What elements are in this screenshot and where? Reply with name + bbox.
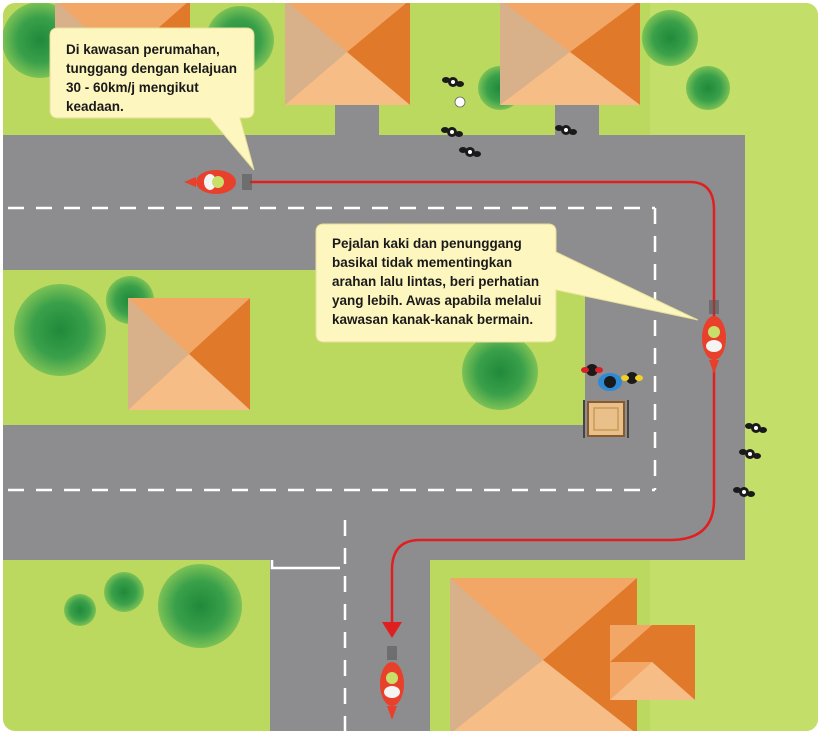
tree-icon: [104, 572, 144, 612]
tree-icon: [462, 334, 538, 410]
ball-icon: [455, 97, 465, 107]
tree-icon: [14, 284, 106, 376]
tree-icon: [642, 10, 698, 66]
house-roof-icon: [285, 0, 410, 105]
callout-text-pedestrians: Pejalan kaki dan penunggang basikal tida…: [332, 234, 564, 329]
tree-icon: [158, 564, 242, 648]
callout-text-speed: Di kawasan perumahan, tunggang dengan ke…: [66, 40, 266, 116]
house-roof-icon: [128, 298, 250, 410]
house-roof-icon: [500, 0, 640, 105]
tree-icon: [686, 66, 730, 110]
tree-icon: [64, 594, 96, 626]
